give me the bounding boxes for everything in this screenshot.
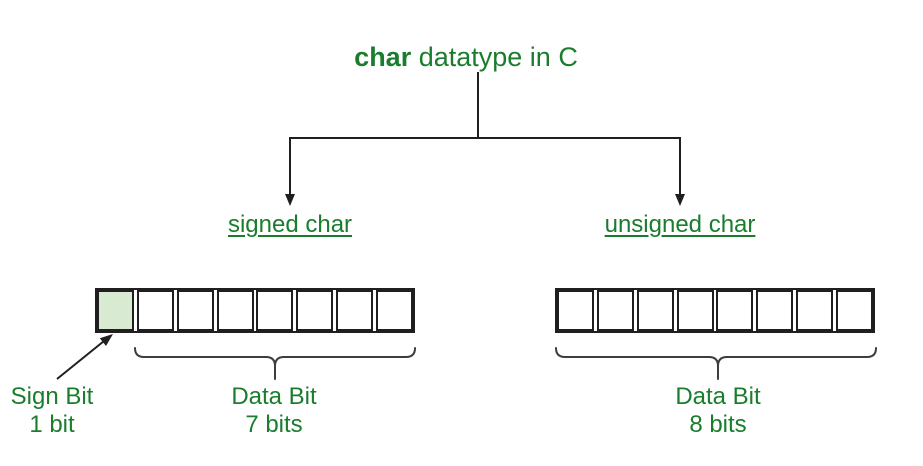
sign-bit-arrowhead-icon <box>99 334 113 346</box>
unsigned-char-label: unsigned char <box>604 211 756 238</box>
sign-bit-annotation-line2: 1 bit <box>29 411 75 438</box>
data-bit-cell <box>596 290 634 331</box>
signed-data-annotation: Data Bit 7 bits <box>231 383 316 439</box>
unsigned-data-annotation-line2: 8 bits <box>689 411 747 438</box>
signed-char-bit-row <box>95 288 415 333</box>
signed-data-annotation-line2: 7 bits <box>245 411 303 438</box>
data-bit-cell <box>636 290 674 331</box>
signed-data-annotation-line1: Data Bit <box>231 383 317 410</box>
data-bit-cell <box>296 290 334 331</box>
unsigned-char-bit-row <box>555 288 875 333</box>
sign-bit-annotation-line1: Sign Bit <box>10 383 94 410</box>
unsigned-data-brace-icon <box>555 347 877 380</box>
data-bit-cell <box>557 290 594 331</box>
data-bit-cell <box>756 290 794 331</box>
left-down-arrow-icon <box>285 194 295 206</box>
right-down-arrow-icon <box>675 194 685 206</box>
signed-char-label: signed char <box>227 211 353 238</box>
data-bit-cell <box>216 290 254 331</box>
data-bit-cell <box>336 290 374 331</box>
data-bit-cell <box>796 290 834 331</box>
unsigned-data-annotation-line1: Data Bit <box>675 383 761 410</box>
page-title: char datatype in C <box>354 42 578 73</box>
data-bit-cell <box>835 290 873 331</box>
sign-bit-arrow-line <box>56 340 105 380</box>
data-bit-cell <box>676 290 714 331</box>
data-bit-cell <box>256 290 294 331</box>
unsigned-data-annotation: Data Bit 8 bits <box>675 383 760 439</box>
data-bit-cell <box>136 290 174 331</box>
signed-data-brace-icon <box>134 347 416 380</box>
title-keyword: char <box>354 42 412 72</box>
title-rest: datatype in C <box>411 42 578 72</box>
sign-bit-annotation: Sign Bit 1 bit <box>11 383 94 439</box>
data-bit-cell <box>375 290 413 331</box>
data-bit-cell <box>176 290 214 331</box>
sign-bit-cell <box>97 290 134 331</box>
data-bit-cell <box>716 290 754 331</box>
